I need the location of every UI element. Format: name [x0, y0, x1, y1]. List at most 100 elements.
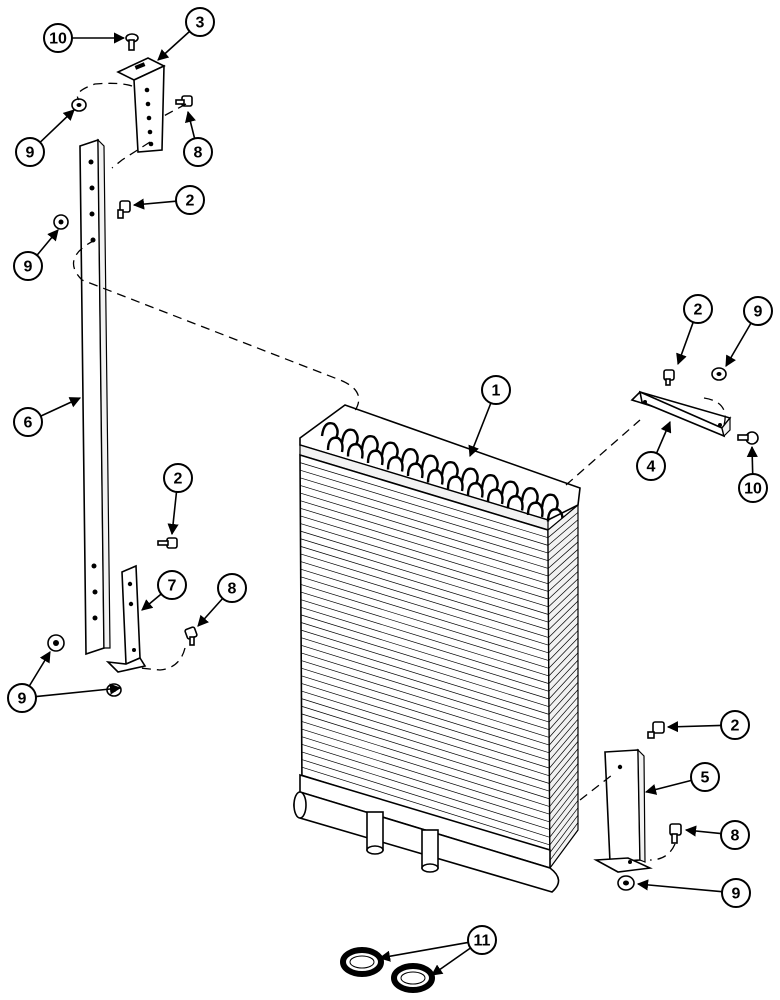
callout-c4: 4	[636, 451, 666, 481]
callout-leaders	[28, 30, 758, 976]
callout-circle	[217, 573, 247, 603]
callout-circle	[636, 451, 666, 481]
callout-label: 9	[24, 259, 33, 276]
alignment-dashes	[72, 82, 726, 861]
callout-bubbles: 10 3 9 8 2 9 6 2 7 8 9 1 2 9 4 10 2 5 8 9 11	[7, 7, 773, 955]
cooler-tank-end	[293, 791, 307, 819]
leader-c8b-0	[197, 597, 224, 627]
callout-c2a: 2	[175, 185, 205, 215]
callout-c2d: 2	[720, 710, 750, 740]
o-ring-11-a	[340, 947, 384, 977]
screw-2-upper	[117, 200, 131, 219]
callout-c9d: 9	[743, 296, 773, 326]
callout-label: 6	[24, 415, 33, 432]
cooler-outlet-pipe-1	[366, 811, 384, 855]
leader-c7-0	[141, 593, 162, 611]
callout-circle	[13, 407, 43, 437]
callout-c10a: 10	[43, 23, 73, 53]
callout-c8b: 8	[217, 573, 247, 603]
callout-label: 9	[754, 304, 763, 321]
screw-8-lower-right	[669, 823, 682, 844]
callout-label: 5	[701, 770, 710, 787]
callout-circle	[721, 878, 751, 908]
screw-10-top	[125, 33, 139, 51]
fasteners	[47, 33, 759, 993]
leader-c2d-0	[666, 721, 722, 733]
callout-circle	[481, 375, 511, 405]
nut-9-right-top	[711, 367, 727, 381]
top-angle-bracket	[116, 57, 166, 153]
leader-c1-0	[468, 402, 492, 458]
callout-label: 2	[186, 193, 195, 210]
leader-c11-0	[378, 941, 469, 962]
callout-circle	[43, 23, 73, 53]
callout-circle	[7, 683, 37, 713]
screw-2-lower-left	[157, 537, 178, 549]
callout-label: 9	[732, 886, 741, 903]
leader-c10b-0	[746, 445, 758, 475]
nut-9-upper	[71, 98, 87, 112]
leader-c9a-0	[39, 109, 75, 143]
leader-c3-0	[157, 30, 191, 61]
lower-right-bracket	[593, 748, 653, 873]
callout-c2c: 2	[683, 294, 713, 324]
callout-circle	[743, 296, 773, 326]
lower-angle-bracket	[105, 564, 147, 673]
callout-label: 2	[694, 302, 703, 319]
callout-label: 8	[194, 145, 203, 162]
callout-label: 10	[49, 31, 67, 48]
callout-label: 9	[26, 145, 35, 162]
nut-9-lower-left	[47, 634, 65, 652]
leader-c4-0	[655, 420, 672, 454]
callout-label: 10	[744, 481, 762, 498]
callout-label: 2	[731, 718, 740, 735]
callout-c1: 1	[481, 375, 511, 405]
leader-c9c-0	[28, 651, 51, 687]
leader-c8c-0	[684, 825, 722, 837]
callout-circle	[13, 251, 43, 281]
callout-c3: 3	[185, 7, 215, 37]
callout-circle	[720, 820, 750, 850]
callout-label: 11	[474, 933, 491, 950]
callout-c9e: 9	[721, 878, 751, 908]
callout-c9c: 9	[7, 683, 37, 713]
leader-c8a-0	[185, 110, 196, 139]
nut-9-mid	[53, 214, 69, 230]
leader-c6-0	[40, 397, 82, 417]
callout-c10b: 10	[738, 473, 768, 503]
callout-circle	[720, 710, 750, 740]
callout-circle	[738, 473, 768, 503]
callout-circle	[185, 7, 215, 37]
callout-label: 8	[731, 828, 740, 845]
callout-circle	[183, 137, 213, 167]
callout-c2b: 2	[163, 463, 193, 493]
callout-circle	[467, 925, 497, 955]
cooler-u-tubes	[320, 422, 564, 524]
screw-8-upper	[175, 95, 193, 107]
callout-circle	[683, 294, 713, 324]
callout-c7: 7	[157, 570, 187, 600]
leader-c2c-0	[676, 321, 694, 366]
callout-label: 3	[196, 15, 205, 32]
callout-circle	[690, 762, 720, 792]
leader-c2a-0	[132, 198, 177, 210]
callout-label: 2	[174, 471, 183, 488]
nut-9-bottom-left	[106, 683, 122, 697]
callout-c9b: 9	[13, 251, 43, 281]
leader-c9e-0	[636, 879, 723, 893]
callout-circle	[175, 185, 205, 215]
callout-c8a: 8	[183, 137, 213, 167]
long-mounting-strap	[79, 138, 111, 656]
callout-c8c: 8	[720, 820, 750, 850]
leader-c11-1	[431, 947, 471, 976]
callout-label: 8	[228, 581, 237, 598]
leader-c5-0	[644, 779, 692, 795]
callout-c9a: 9	[15, 137, 45, 167]
leader-c9c-1	[35, 683, 122, 698]
screw-2-right-top	[663, 369, 675, 386]
callout-label: 1	[492, 383, 501, 400]
leader-c9d-0	[725, 322, 752, 367]
callout-label: 7	[168, 578, 177, 595]
nut-9-lower-right	[617, 875, 635, 891]
